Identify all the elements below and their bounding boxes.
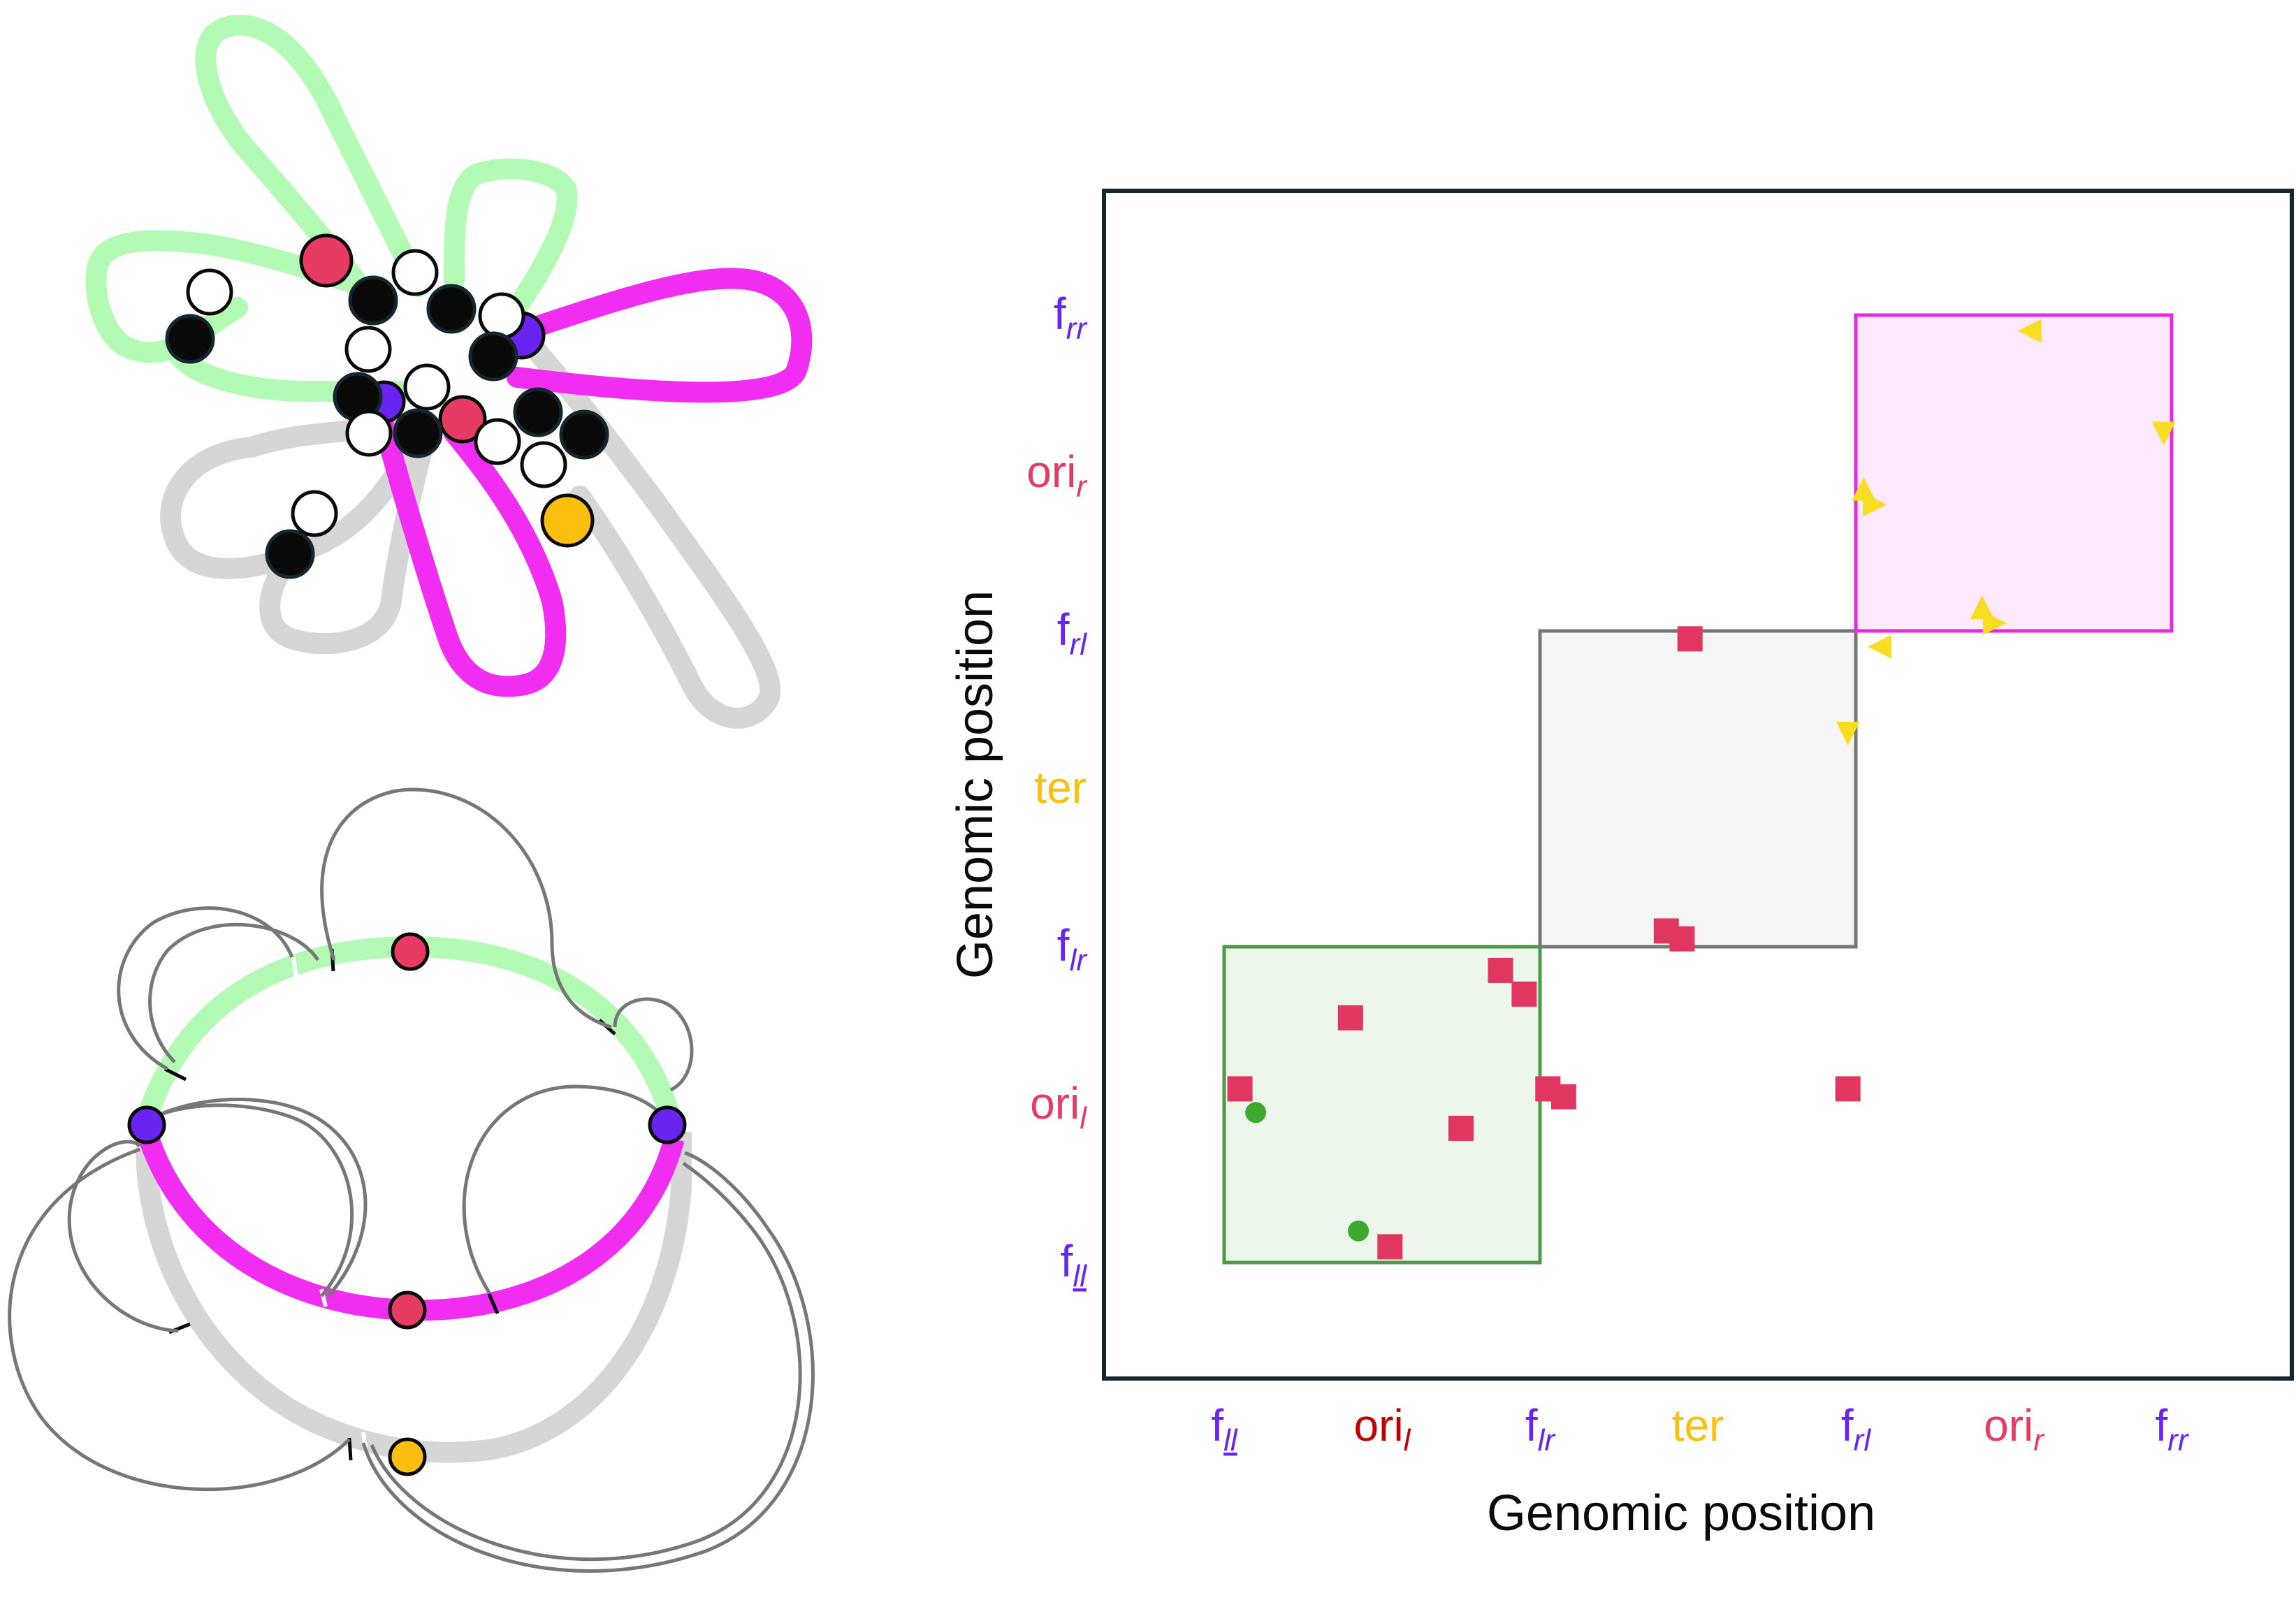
arc-diagram (8, 787, 815, 1573)
anchor-black (348, 275, 398, 326)
contact-markers (1227, 319, 2176, 1260)
contact-square (1337, 1005, 1363, 1031)
loop-arc (361, 1151, 815, 1573)
contact-triangle (1863, 493, 1887, 517)
green-loop-right (444, 158, 578, 318)
contact-square (1448, 1115, 1474, 1141)
y-tick-label: ter (1034, 762, 1087, 813)
green-loop-left (85, 230, 374, 363)
gap-mark (319, 1288, 328, 1307)
x-tick-label: fll (1211, 1400, 1238, 1457)
anchor-white (391, 249, 439, 296)
anchor-black (559, 409, 609, 460)
anchor-black (468, 331, 518, 381)
contact-map: fll oril flr ter frl orir frr frr orir frl ter flr… (947, 189, 2294, 1541)
ori-anchor-bottom (388, 1290, 427, 1330)
anchor-white (474, 418, 521, 465)
contact-triangle (1970, 595, 1994, 620)
domain-box-green (1222, 945, 1542, 1265)
contact-dot (1348, 1220, 1369, 1242)
anchor-white (403, 363, 451, 411)
grey-loop-right (507, 318, 781, 729)
tick-mark (487, 1293, 500, 1314)
f-anchor-left (127, 1105, 166, 1144)
anchor-black (165, 314, 215, 364)
x-tick-label: frr (2155, 1400, 2189, 1457)
magenta-segment (136, 1128, 685, 1321)
y-tick-label: frr (1054, 289, 1088, 346)
anchor-black (513, 387, 563, 437)
chromosome-loop-cartoon (85, 15, 813, 729)
ter-anchor (540, 493, 595, 548)
loop-arc (117, 906, 294, 1071)
anchor-white (345, 409, 393, 457)
ter-anchor (388, 1437, 427, 1476)
contact-triangle (1836, 721, 1860, 746)
loop-arc (145, 1098, 368, 1297)
y-axis-title: Genomic position (947, 590, 1003, 979)
anchor-white (478, 292, 525, 340)
anchor-white (186, 268, 233, 316)
x-tick-label: oril (1354, 1400, 1411, 1457)
tick-mark (164, 1067, 187, 1082)
domain-box-grey (1538, 629, 1858, 949)
x-tick-labels: fll oril flr ter frl orir frr (1211, 1400, 2190, 1457)
y-tick-label: fll (1061, 1236, 1088, 1293)
loop-arc (320, 787, 612, 1029)
domain-box-magenta (1854, 313, 2174, 633)
x-tick-label: ter (1672, 1400, 1724, 1450)
y-tick-labels: frr orir frl ter flr oril fll (1026, 289, 1088, 1293)
green-loop-top (195, 15, 430, 311)
loop-arc (613, 997, 694, 1092)
contact-triangle (1982, 611, 2007, 635)
domain-boxes (1222, 313, 2174, 1265)
gap-mark (291, 957, 298, 979)
contact-square (1377, 1234, 1403, 1260)
anchor-black (265, 529, 315, 579)
magenta-loop-right (507, 268, 813, 403)
loop-arc (148, 922, 320, 1063)
tick-mark (347, 1437, 353, 1461)
contact-dot (1245, 1102, 1267, 1124)
green-segment (136, 936, 681, 1121)
contact-triangle (2017, 319, 2042, 343)
magenta-loop-bottom (374, 416, 567, 697)
loop-arc (462, 1084, 674, 1294)
contact-square (1227, 1076, 1253, 1102)
contact-square (1677, 626, 1703, 652)
contact-triangle (1867, 634, 1891, 659)
anchor-white (520, 441, 567, 488)
contact-square (1835, 1076, 1861, 1102)
y-tick-label: oril (1030, 1078, 1087, 1135)
loop-arc (67, 1140, 179, 1333)
x-tick-label: frl (1841, 1400, 1871, 1457)
y-tick-label: frl (1057, 604, 1087, 662)
contact-square (1511, 981, 1537, 1007)
x-axis-title: Genomic position (1487, 1485, 1875, 1541)
ori-anchor-top (299, 233, 354, 288)
contact-triangle (1852, 477, 1876, 501)
f-anchor-right (648, 1105, 687, 1144)
anchor-black (426, 284, 477, 334)
anchor-white (291, 490, 338, 537)
contact-square (1488, 957, 1513, 983)
x-tick-label: flr (1525, 1400, 1557, 1457)
anchor-white (344, 326, 392, 373)
x-tick-label: orir (1984, 1400, 2045, 1457)
y-tick-label: orir (1026, 446, 1088, 504)
contact-triangle (2151, 421, 2176, 446)
y-tick-label: flr (1057, 920, 1089, 977)
contact-square (1550, 1084, 1576, 1110)
ori-anchor-top (391, 932, 430, 971)
ori-anchor-center (438, 395, 487, 444)
loop-arc (370, 1161, 802, 1562)
anchor-black (393, 408, 443, 458)
contact-square (1669, 926, 1695, 952)
map-frame (1102, 189, 2294, 1381)
loop-arc (8, 1147, 351, 1492)
grey-loop-left (160, 416, 423, 579)
